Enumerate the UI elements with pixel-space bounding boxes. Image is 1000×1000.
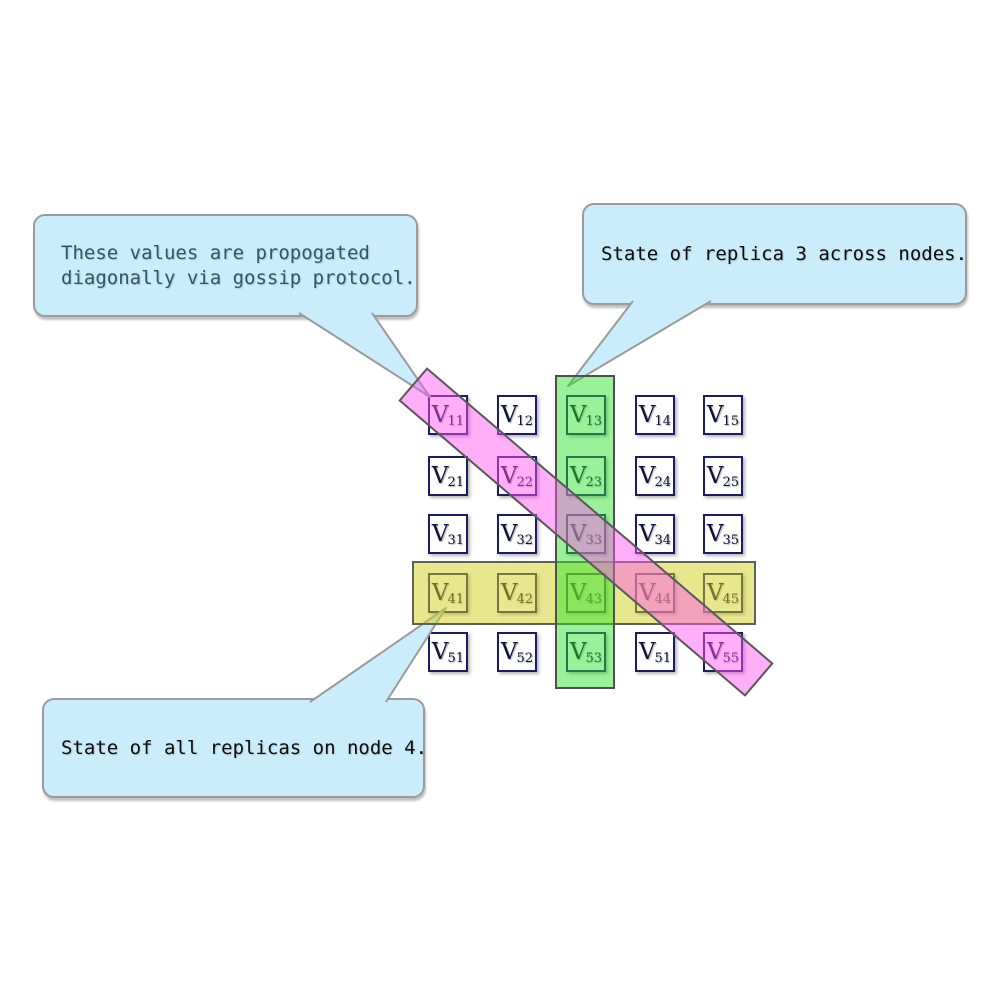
cell-symbol: V — [638, 463, 656, 489]
cell-subscript: 12 — [516, 414, 534, 429]
cell-symbol: V — [500, 521, 518, 547]
cell-symbol: V — [706, 521, 724, 547]
cell-subscript: 14 — [654, 414, 672, 429]
cell-subscript: 32 — [516, 533, 534, 548]
cell-subscript: 25 — [722, 475, 740, 490]
cell-symbol: V — [431, 463, 449, 489]
callout-replica-3: State of replica 3 across nodes. — [582, 203, 967, 305]
cell-symbol: V — [431, 402, 449, 428]
cell-subscript: 52 — [516, 651, 534, 666]
cell-subscript: 23 — [585, 475, 603, 490]
cell-symbol: V — [706, 639, 724, 665]
callout-node-4: State of all replicas on node 4. — [42, 698, 428, 798]
replica-3-column-band — [555, 375, 615, 689]
callout-gossip: These values are propogated diagonally v… — [33, 214, 418, 317]
cell-subscript: 53 — [585, 651, 603, 666]
cell-symbol: V — [500, 402, 518, 428]
cell-subscript: 51 — [447, 651, 465, 666]
cell-symbol: V — [638, 521, 656, 547]
cell-symbol: V — [638, 639, 656, 665]
cell-subscript: 24 — [654, 475, 672, 490]
cell-symbol: V — [431, 639, 449, 665]
cell-symbol: V — [706, 402, 724, 428]
cell-subscript: 21 — [447, 475, 465, 490]
cell-symbol: V — [569, 639, 587, 665]
cell-subscript: 15 — [722, 414, 740, 429]
callout-node-4-text: State of all replicas on node 4. — [61, 736, 428, 759]
callout-replica-3-text: State of replica 3 across nodes. — [601, 242, 968, 265]
cell-subscript: 22 — [516, 475, 534, 490]
cell-subscript: 11 — [447, 414, 465, 429]
cell-subscript: 35 — [722, 533, 740, 548]
cell-symbol: V — [569, 402, 587, 428]
cell-subscript: 13 — [585, 414, 603, 429]
node-4-row-band — [412, 561, 756, 625]
cell-symbol: V — [500, 639, 518, 665]
cell-symbol: V — [569, 463, 587, 489]
cell-subscript: 31 — [447, 533, 465, 548]
cell-symbol: V — [638, 402, 656, 428]
cell-symbol: V — [431, 521, 449, 547]
cell-symbol: V — [500, 463, 518, 489]
cell-symbol: V — [569, 521, 587, 547]
cell-symbol: V — [706, 463, 724, 489]
cell-subscript: 55 — [722, 651, 740, 666]
cell-subscript: 51 — [654, 651, 672, 666]
cell-subscript: 33 — [585, 533, 603, 548]
callout-gossip-line1: These values are propogated — [61, 241, 370, 264]
callout-gossip-line2: diagonally via gossip protocol. — [61, 266, 416, 289]
cell-subscript: 34 — [654, 533, 672, 548]
